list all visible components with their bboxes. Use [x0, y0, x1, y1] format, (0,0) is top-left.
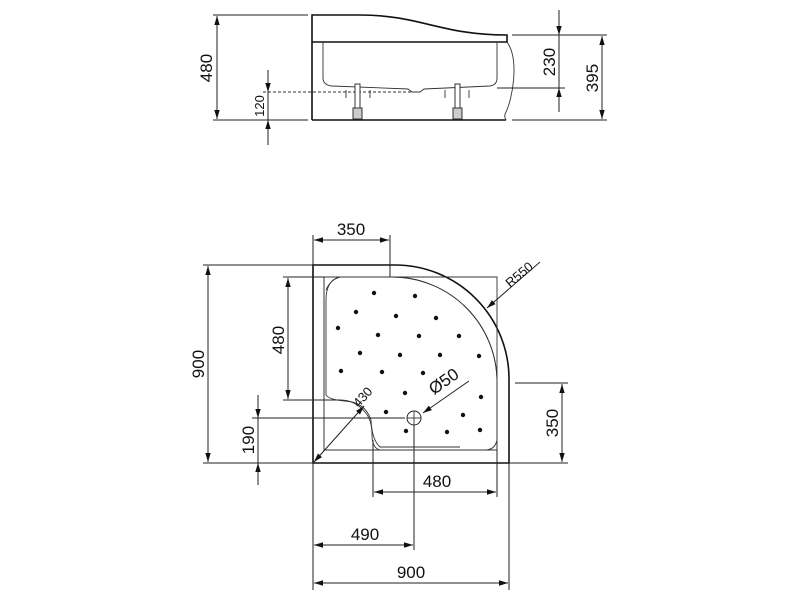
dim-radius: R550	[502, 259, 535, 290]
anti-slip-dot	[403, 428, 409, 434]
anti-slip-dot	[433, 315, 439, 321]
dim-apron-height: 395	[583, 64, 602, 92]
dim-inner-width: 480	[423, 472, 451, 491]
anti-slip-dot	[476, 353, 482, 359]
anti-slip-dot	[371, 290, 377, 296]
dim-drain-height: 120	[252, 95, 267, 117]
anti-slip-dot	[402, 390, 408, 396]
anti-slip-dots	[335, 290, 484, 435]
anti-slip-dot	[456, 333, 462, 339]
anti-slip-dot	[335, 325, 341, 331]
anti-slip-dot	[420, 370, 426, 376]
anti-slip-dot	[416, 333, 422, 339]
anti-slip-dot	[437, 352, 443, 358]
dim-inner-depth: 480	[269, 326, 288, 354]
anti-slip-dot	[478, 394, 484, 400]
dim-top-width: 350	[337, 220, 365, 239]
support-leg	[345, 83, 371, 120]
anti-slip-dot	[460, 412, 466, 418]
dim-diagonal: 430	[350, 384, 376, 410]
anti-slip-dot	[383, 409, 389, 415]
anti-slip-dot	[338, 368, 344, 374]
anti-slip-dot	[397, 352, 403, 358]
dim-basin-depth: 230	[540, 48, 559, 76]
support-leg	[444, 83, 470, 120]
anti-slip-dot	[375, 332, 381, 338]
anti-slip-dot	[393, 313, 399, 319]
anti-slip-dot	[477, 427, 483, 433]
side-view: 480 120 230 395	[197, 10, 607, 145]
anti-slip-dot	[412, 293, 418, 299]
dim-height-total: 480	[197, 54, 216, 82]
plan-view: 350 900 480 190 350 480 490 900 430	[189, 220, 568, 590]
anti-slip-dot	[444, 429, 450, 435]
dim-right-straight: 350	[543, 409, 562, 437]
dim-total-depth: 900	[189, 350, 208, 378]
dim-total-width: 900	[397, 563, 425, 582]
dim-drain-diameter: Ø50	[425, 364, 462, 398]
dim-drain-offset-x: 490	[351, 525, 379, 544]
anti-slip-dot	[357, 350, 363, 356]
anti-slip-dot	[379, 369, 385, 375]
anti-slip-dot	[353, 309, 359, 315]
dim-drain-offset-y: 190	[239, 426, 258, 454]
